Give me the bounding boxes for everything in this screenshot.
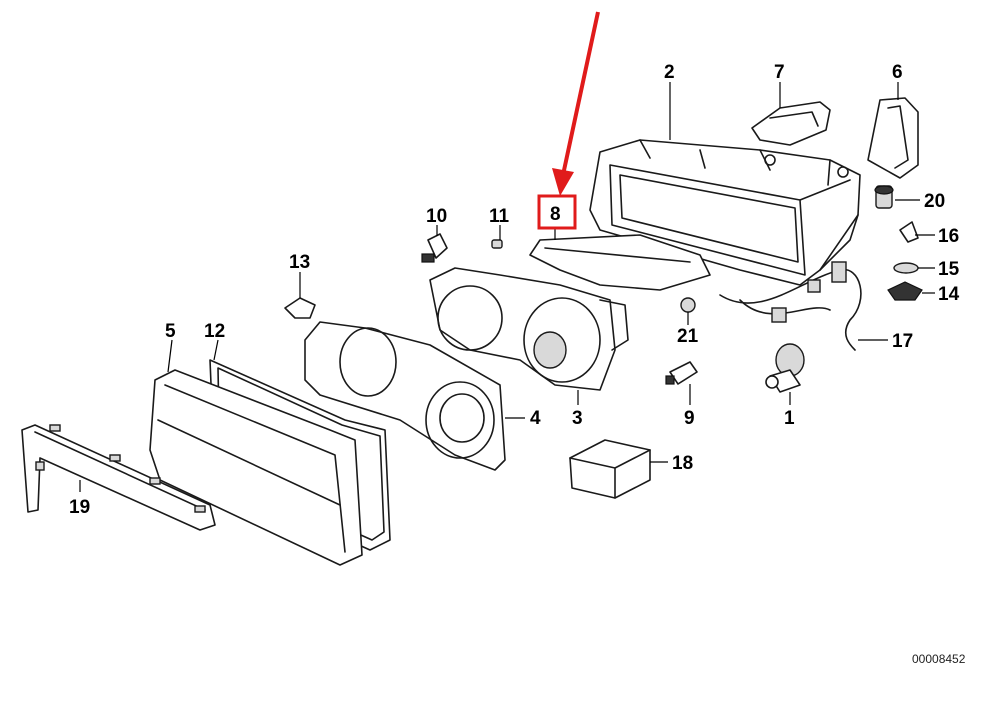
label-part-9: 9 (684, 408, 695, 429)
part-18-box (569, 439, 651, 499)
label-part-4: 4 (530, 408, 541, 429)
part-2-housing (589, 139, 861, 286)
part-13-clip (284, 297, 316, 319)
part-labels: 1 2 3 4 5 6 7 8 9 10 11 12 13 14 15 16 1… (69, 62, 960, 518)
part-4-bezel (304, 321, 506, 471)
part-14-bracket (887, 281, 923, 301)
part-16-clip (899, 221, 919, 243)
label-part-12: 12 (204, 321, 225, 342)
part-21-grommet (680, 297, 696, 313)
label-part-2: 2 (664, 62, 675, 83)
label-part-13: 13 (289, 252, 310, 273)
label-part-16: 16 (938, 226, 959, 247)
label-part-8: 8 (550, 204, 561, 225)
label-part-17: 17 (892, 331, 913, 352)
leader-lines (79, 82, 935, 492)
reference-code: 00008452 (912, 652, 966, 666)
part-3-reflector (429, 267, 629, 391)
label-part-1: 1 (784, 408, 795, 429)
part-6-cap (867, 97, 919, 179)
part-15-nut (893, 262, 919, 274)
part-19-trim (21, 424, 216, 531)
part-9-bulb (665, 361, 698, 385)
label-part-15: 15 (938, 259, 960, 280)
part-11-bulb (491, 239, 503, 249)
part-20-adjuster (874, 185, 894, 209)
label-part-18: 18 (672, 453, 693, 474)
part-17-wiring (719, 261, 862, 351)
label-part-10: 10 (426, 206, 447, 227)
label-part-20: 20 (924, 191, 945, 212)
label-part-14: 14 (938, 284, 960, 305)
part-7-cover (751, 101, 831, 146)
part-8-plate (529, 234, 711, 291)
label-part-3: 3 (572, 408, 583, 429)
part-10-bulb (421, 233, 448, 263)
label-part-21: 21 (677, 326, 699, 347)
highlight-arrow (552, 11, 600, 196)
label-part-6: 6 (892, 62, 903, 83)
highlight-box (537, 194, 577, 230)
label-part-11: 11 (489, 206, 510, 227)
label-part-5: 5 (165, 321, 176, 342)
part-1-bulb (765, 343, 805, 393)
label-part-19: 19 (69, 497, 90, 518)
part-5-lens (149, 369, 363, 566)
label-part-7: 7 (774, 62, 785, 83)
